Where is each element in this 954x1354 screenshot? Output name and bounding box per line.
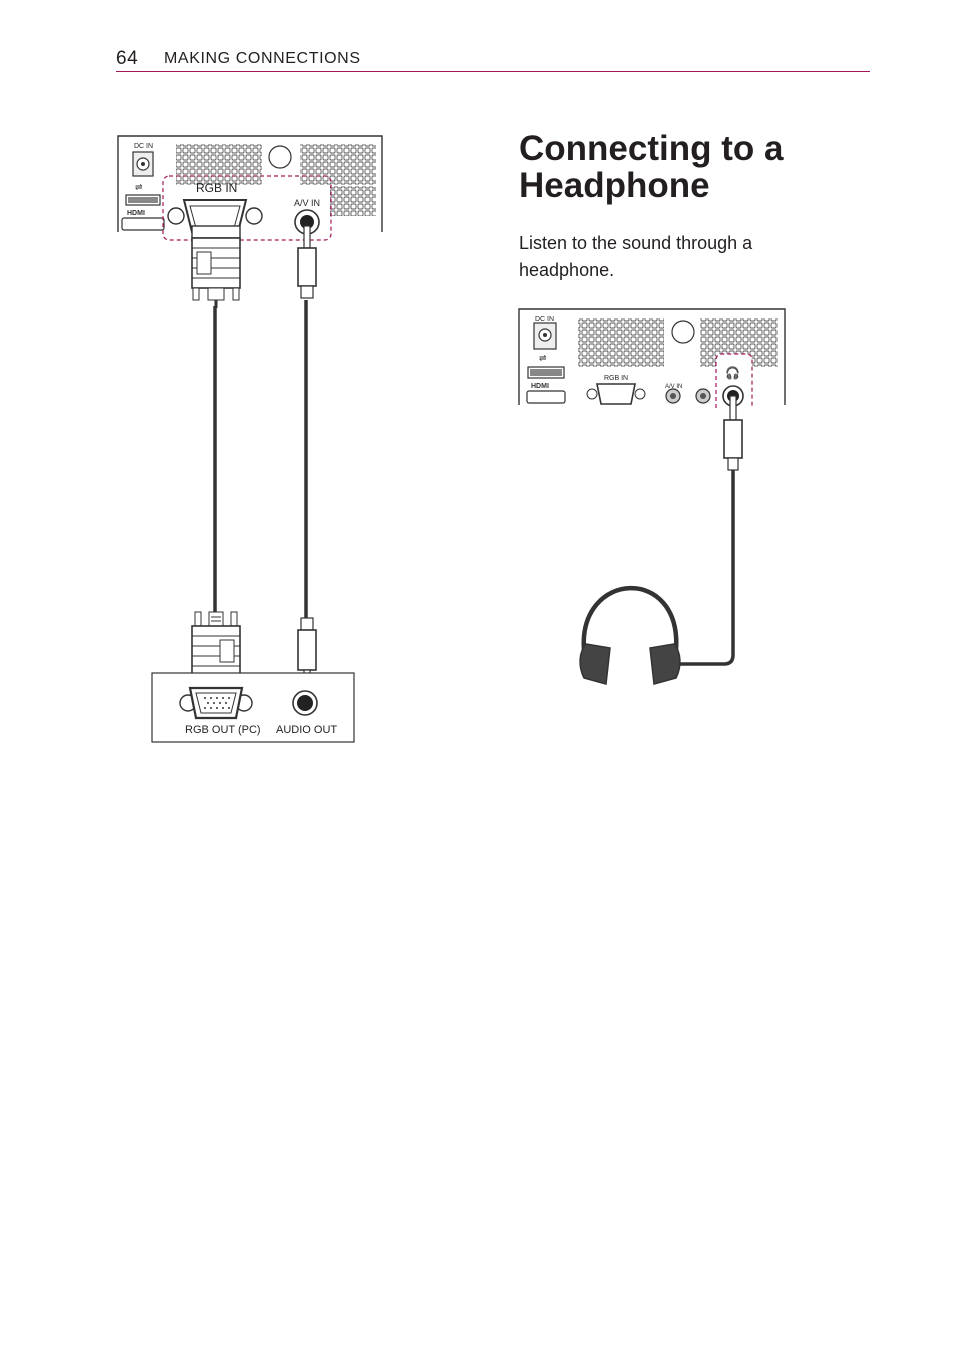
description-text: Listen to the sound through a headphone. [519, 233, 753, 280]
header-rule [116, 71, 870, 72]
section-title: MAKING CONNECTIONS [164, 50, 361, 67]
pc-panel: RGB OUT (PC) AUDIO OUT [151, 672, 355, 743]
usb-icon: ⇌ [135, 182, 143, 192]
hdmi-label: HDMI [127, 210, 145, 217]
dc-in-label: DC IN [134, 143, 153, 150]
headphone-icon: 🎧 [725, 366, 740, 380]
hdmi-label-right: HDMI [531, 383, 549, 390]
page-title: Connecting to a Headphone [519, 129, 784, 205]
rgb-in-label: RGB IN [196, 181, 237, 195]
av-in-phones-label: A/V IN [665, 384, 682, 390]
usb-icon-right: ⇌ [539, 353, 547, 363]
headphone-plug [723, 395, 743, 471]
headphones-illustration [579, 585, 681, 685]
vga-connector-top [191, 225, 241, 308]
dc-in-label-right: DC IN [535, 316, 554, 323]
audio-plug-top [297, 225, 317, 299]
audio-out-label: AUDIO OUT [276, 724, 337, 736]
page-number: 64 [116, 48, 139, 69]
vga-connector-bottom [191, 611, 241, 677]
av-in-label: A/V IN [294, 198, 320, 208]
rgb-in-label-right: RGB IN [604, 375, 628, 382]
projector-panel-left: DC IN ⇌ HDMI [117, 135, 383, 232]
rgb-out-label: RGB OUT (PC) [185, 724, 261, 736]
port-highlight-box [162, 175, 332, 241]
headphone-cable [666, 470, 735, 666]
